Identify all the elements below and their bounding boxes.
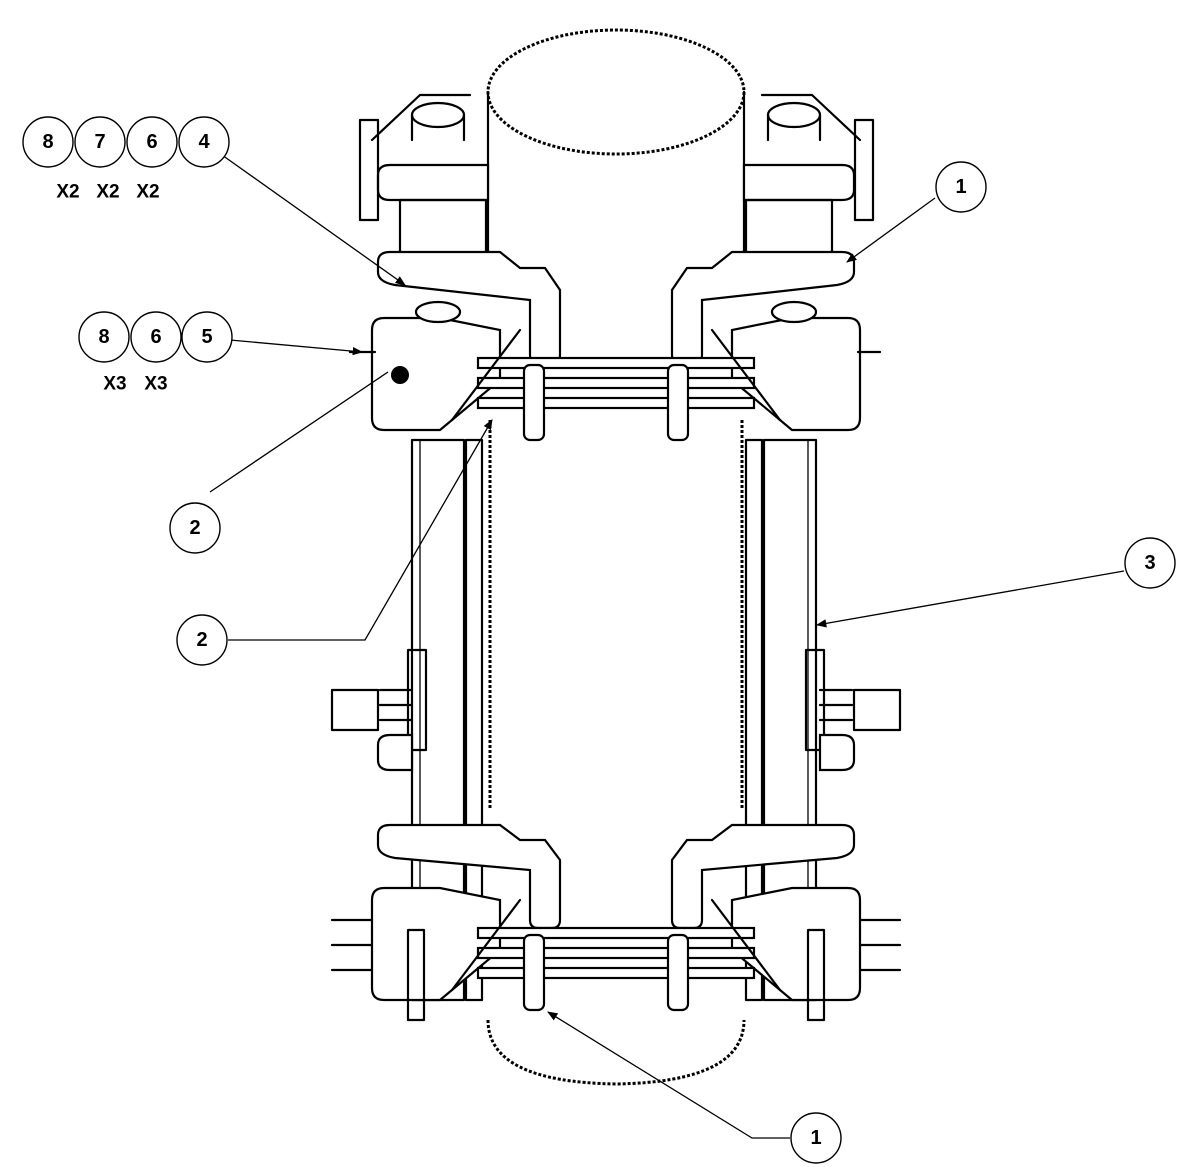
callout-number: 5 (201, 326, 212, 348)
quantity-label: X2 (96, 182, 119, 203)
callout-number: 2 (189, 517, 200, 539)
callout-item-2-upper: 2 (169, 502, 221, 554)
quantity-label: X3 (103, 374, 126, 395)
pipe (486, 28, 746, 1086)
callout-number: 4 (198, 131, 210, 153)
leader-lines (209, 154, 1125, 1139)
callout-group-mid-left: 8 6 5 X3 X3 (78, 311, 233, 395)
callout-item-1-upper: 1 (935, 161, 987, 213)
callout-bubble: 7 (74, 116, 126, 168)
upper-clamp (348, 93, 882, 442)
callout-item-3: 3 (1124, 537, 1176, 589)
callout-item-1-lower: 1 (790, 1112, 842, 1164)
callout-number: 6 (146, 131, 157, 153)
callout-number: 8 (42, 131, 53, 153)
quantity-label: X2 (136, 182, 159, 203)
callout-number: 3 (1144, 552, 1155, 574)
callout-number: 8 (98, 326, 109, 348)
quantity-label: X2 (56, 182, 79, 203)
callout-bubble: 6 (126, 116, 178, 168)
callout-bubble: 8 (78, 311, 130, 363)
quantity-label: X3 (144, 374, 167, 395)
callout-number: 1 (955, 176, 966, 198)
callout-number: 6 (150, 326, 161, 348)
callout-number: 1 (810, 1127, 821, 1149)
callout-item-2-lower: 2 (176, 614, 228, 666)
lower-clamp (330, 648, 902, 1022)
callout-group-top-left: 8 7 6 4 X2 X2 X2 (22, 116, 230, 203)
callout-bubble: 6 (130, 311, 182, 363)
callout-bubble: 5 (181, 311, 233, 363)
callout-bubble: 8 (22, 116, 74, 168)
callout-bubble: 4 (178, 116, 230, 168)
callout-number: 2 (196, 629, 207, 651)
callout-number: 7 (94, 131, 105, 153)
